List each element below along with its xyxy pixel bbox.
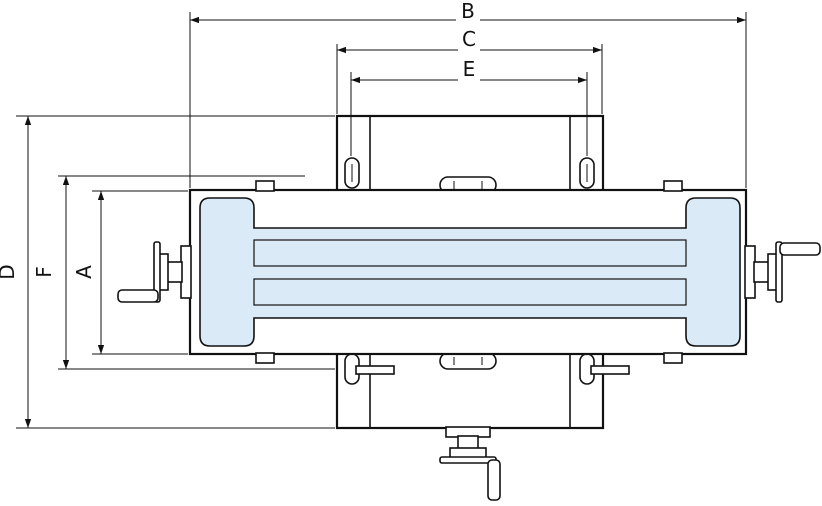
worktable (188, 180, 748, 364)
dimension-label-E: E (463, 57, 476, 81)
handwheel-left (117, 241, 192, 303)
handwheel-bottom (439, 426, 501, 501)
dimension-label-A: A (72, 265, 96, 279)
dimension-label-B: B (461, 0, 475, 23)
dimension-F: F (32, 176, 70, 369)
handwheel-right (744, 241, 821, 303)
dimension-A: A (72, 191, 105, 354)
extension-lines (16, 12, 747, 429)
dimension-E: E (351, 57, 587, 84)
dimension-D: D (0, 116, 32, 428)
dimension-label-C: C (462, 27, 476, 51)
lock-lever-right (579, 353, 630, 385)
dimension-label-F: F (32, 266, 56, 278)
lock-lever-left (344, 353, 395, 385)
base-slot-top-left (344, 157, 360, 189)
center-slot-bottom (439, 352, 497, 370)
dimension-C: C (337, 27, 602, 54)
dimension-B: B (190, 0, 746, 24)
dimension-label-D: D (0, 264, 19, 279)
base-slot-top-right (579, 157, 595, 189)
